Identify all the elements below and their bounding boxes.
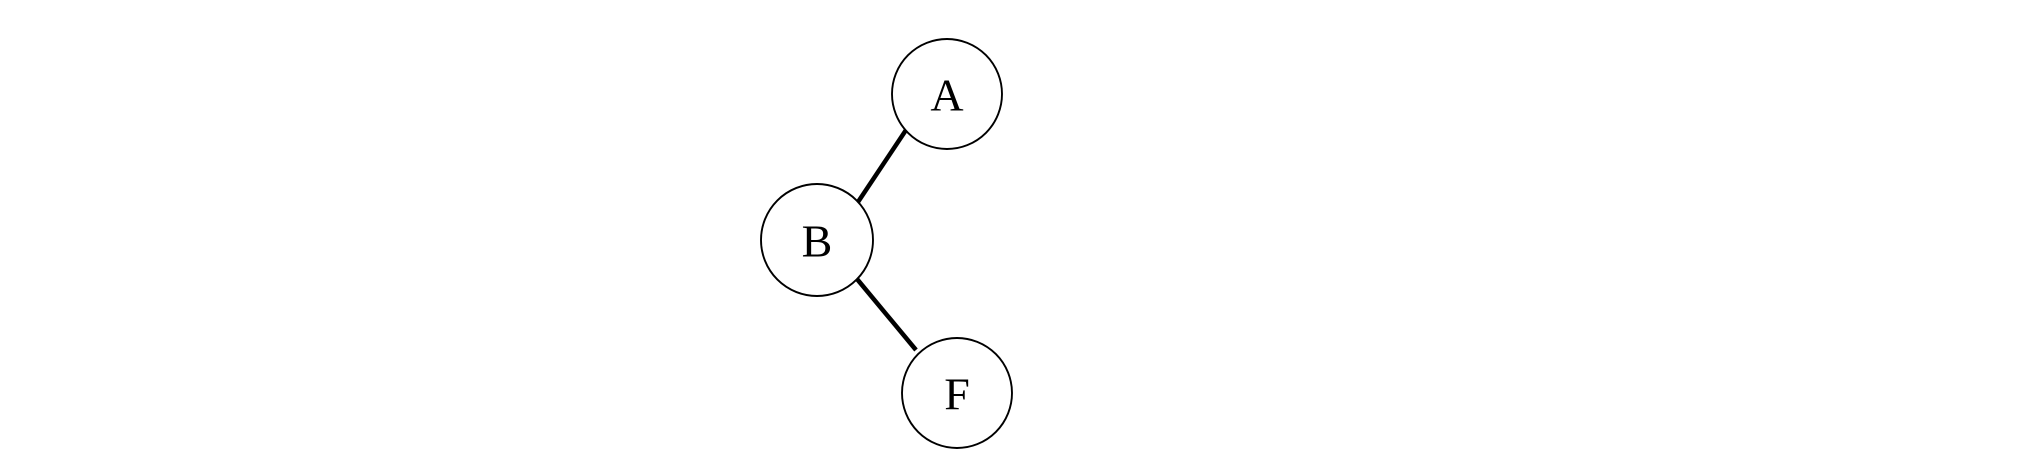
graph-node-a[interactable]: A [891, 38, 1003, 150]
node-b-label: B [802, 216, 833, 267]
edges-layer [855, 128, 918, 352]
edge-b-f [855, 277, 918, 352]
node-f-label: F [944, 369, 970, 420]
node-f-circle[interactable] [901, 337, 1013, 449]
graph-node-f[interactable]: F [901, 337, 1013, 449]
graph-node-b[interactable]: B [760, 183, 874, 297]
edge-b-a [856, 128, 908, 204]
node-a-label: A [930, 70, 963, 121]
node-a-circle[interactable] [891, 38, 1003, 150]
nodes-layer: A B F [760, 38, 1013, 449]
node-b-circle[interactable] [760, 183, 874, 297]
